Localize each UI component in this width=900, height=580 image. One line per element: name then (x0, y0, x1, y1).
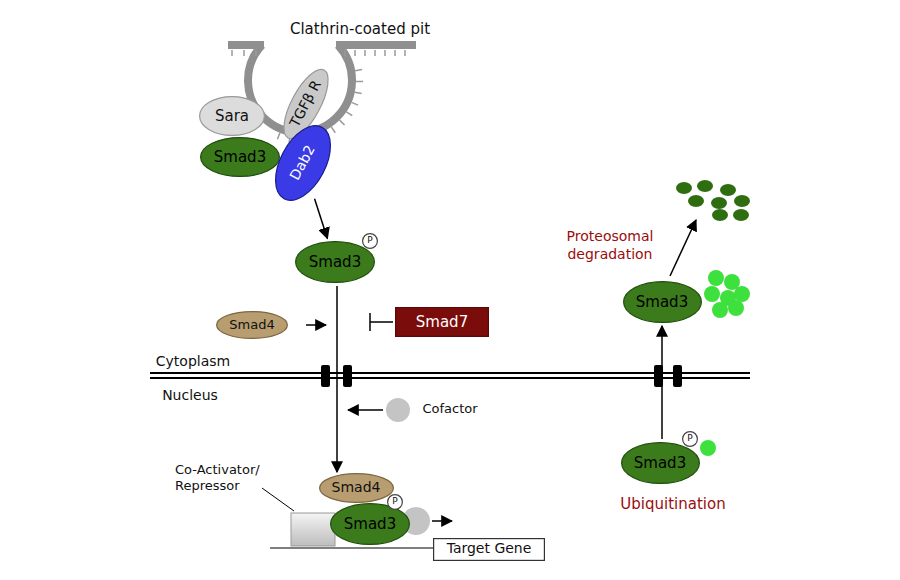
annotation-label: Co-Activator/ Repressor (175, 462, 275, 495)
protein-ellipse: Smad3 (621, 442, 700, 484)
node-shape (201, 138, 280, 177)
degraded-fragments (676, 180, 750, 221)
annotation-label: Cofactor (405, 401, 495, 417)
node-label: Sara (215, 108, 249, 125)
dna-line (270, 547, 434, 548)
phospho-circle: P (387, 494, 403, 510)
node-label: Smad3 (309, 254, 361, 271)
ubiquitin (700, 440, 716, 456)
node-label: P (392, 497, 397, 507)
nuclear-membrane (150, 365, 750, 387)
protein-ellipse: Smad3 (200, 137, 280, 177)
flow-arrow (315, 199, 328, 239)
node-shape (434, 538, 545, 560)
node-shape (296, 242, 375, 283)
annotation-label: Ubiquitination (613, 495, 733, 514)
flow-arrow (661, 326, 663, 439)
process-box: Target Gene (433, 538, 545, 561)
node-label: Smad3 (214, 149, 266, 166)
annotation-label: Nucleus (145, 387, 235, 405)
cofactor-circle (386, 398, 410, 422)
protein-ellipse: Sara (199, 96, 265, 136)
node-shape (331, 504, 410, 545)
node-shape (319, 474, 393, 503)
node-shape (388, 495, 403, 510)
node-shape (683, 432, 698, 447)
node-label: Smad3 (344, 516, 396, 533)
node-shape (363, 234, 378, 249)
node-shape (217, 312, 288, 339)
cofactor-arrow (348, 409, 383, 411)
protein-ellipse: Smad4 (216, 311, 288, 339)
node-label: Smad3 (636, 294, 688, 311)
ubiquitin-chain (704, 270, 750, 318)
node-shape (396, 308, 489, 337)
protein-ellipse: Smad3 (623, 281, 702, 323)
node-label: Smad3 (634, 455, 686, 472)
coactivator-box (291, 513, 335, 546)
degradation-arrow (670, 220, 696, 276)
node-shape (623, 282, 701, 323)
protein-ellipse: Smad3 (295, 241, 375, 283)
node-label: Target Gene (447, 541, 532, 556)
node-shape (621, 443, 699, 484)
annotation-label: Proteosomal degradation (555, 228, 665, 263)
node-shape (264, 117, 341, 209)
phospho-circle: P (362, 233, 378, 249)
node-label: P (367, 236, 372, 246)
process-box: Smad7 (395, 307, 489, 337)
node-label: Smad4 (229, 318, 274, 332)
annotation-label: Cytoplasm (148, 353, 238, 371)
node-shape (200, 97, 265, 136)
flow-arrow (336, 286, 338, 472)
annotation-label: Clathrin-coated pit (285, 20, 435, 39)
node-label: Smad7 (416, 314, 468, 331)
node-label: Smad4 (332, 480, 381, 495)
join-arrow (306, 324, 326, 326)
protein-ellipse: Smad4 (319, 473, 394, 503)
phospho-circle: P (682, 431, 698, 447)
node-label: P (687, 434, 692, 444)
leader-line (262, 488, 294, 511)
promoter-arrow (432, 520, 452, 522)
inhibition-bar (370, 313, 393, 331)
